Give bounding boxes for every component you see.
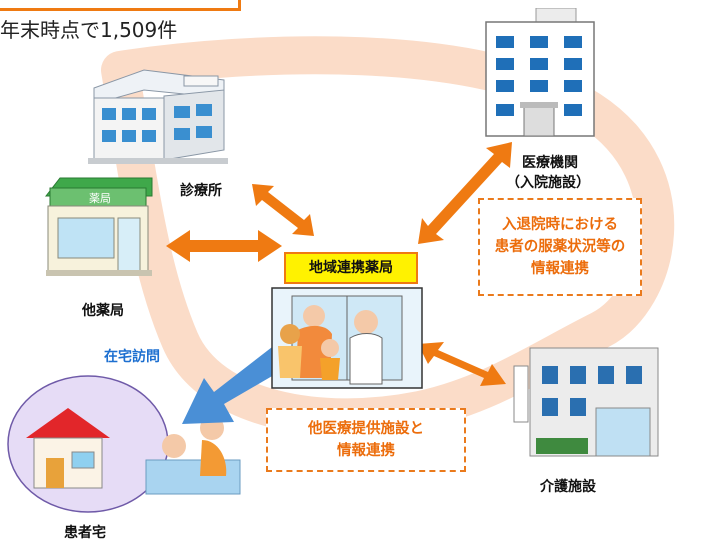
- patient-home-illustration: [7, 375, 241, 513]
- other-pharmacy-label: 他薬局: [82, 303, 124, 319]
- care-facility-building-icon: [513, 347, 659, 457]
- discharge-note-line1: 入退院時における: [502, 217, 618, 233]
- hospital-label-line2: （入院施設）: [506, 175, 590, 191]
- regional-pharmacy-illustration: [271, 287, 423, 389]
- arrow-otherpharmacy-pharmacy: [166, 230, 282, 262]
- home-visit-arrow: [182, 344, 286, 424]
- arrow-hospital-pharmacy: [418, 142, 512, 244]
- header-box-edge: [0, 0, 241, 11]
- arrow-clinic-pharmacy: [252, 184, 314, 236]
- care-facility-label: 介護施設: [540, 479, 596, 495]
- count-text: 年末時点で1,509件: [0, 18, 178, 42]
- hospital-label-line1: 医療機関: [522, 155, 578, 171]
- arrow-care-pharmacy: [418, 342, 506, 386]
- other-facility-info-note: 他医療提供施設と 情報連携: [266, 408, 466, 472]
- other-facility-note-line1: 他医療提供施設と: [308, 421, 424, 437]
- home-visit-label: 在宅訪問: [104, 349, 160, 365]
- discharge-info-note: 入退院時における 患者の服薬状況等の 情報連携: [478, 198, 642, 296]
- discharge-note-line3: 情報連携: [531, 261, 589, 277]
- clinic-building-icon: [88, 69, 228, 164]
- pharmacy-sign-text: 薬局: [89, 192, 111, 205]
- patient-home-label: 患者宅: [64, 525, 106, 541]
- other-pharmacy-building-icon: 薬局: [44, 177, 153, 276]
- clinic-label: 診療所: [180, 183, 222, 199]
- regional-pharmacy-label: 地域連携薬局: [284, 252, 418, 284]
- hospital-building-icon: [485, 8, 595, 137]
- other-facility-note-line2: 情報連携: [337, 443, 395, 459]
- discharge-note-line2: 患者の服薬状況等の: [494, 239, 626, 255]
